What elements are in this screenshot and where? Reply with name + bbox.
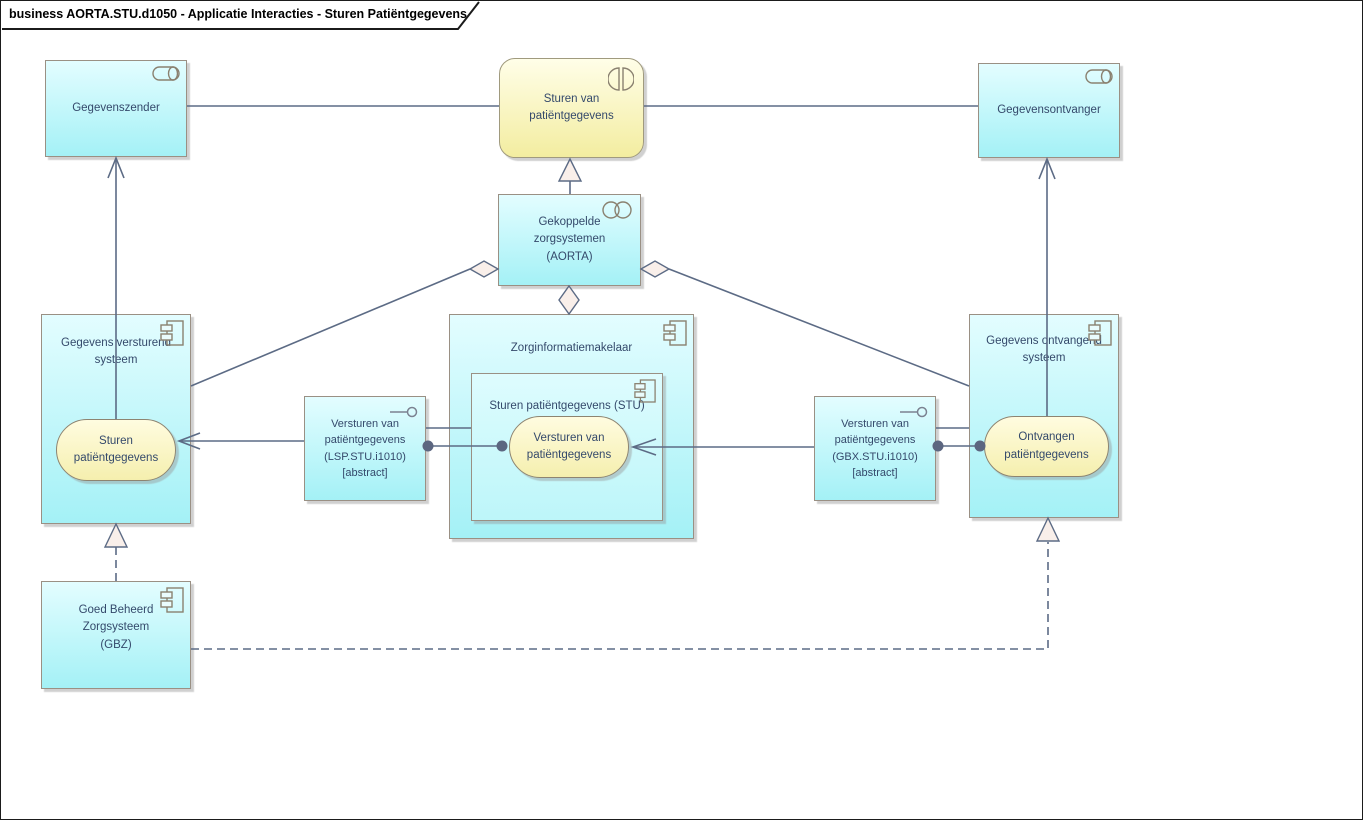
component-icon (663, 320, 687, 346)
node-label: Versturen van patiëntgegevens (GBX.STU.i… (832, 417, 918, 480)
node-label: Versturen van patiëntgegevens (LSP.STU.i… (324, 417, 406, 480)
node-label: Gegevensontvanger (997, 103, 1101, 116)
aggregation-gekoppelde-zim[interactable] (558, 284, 580, 316)
realization-gekoppelde-sturen[interactable] (557, 157, 583, 194)
node-ontvangen-patientgegevens-oval[interactable]: Ontvangen patiëntgegevens (984, 416, 1109, 477)
serving-lsp-sturen-oval[interactable] (176, 432, 304, 450)
interface-icon (900, 406, 928, 418)
collaboration-icon (601, 201, 633, 219)
node-lsp-interface[interactable]: Versturen van patiëntgegevens (LSP.STU.i… (304, 396, 426, 501)
node-label: Sturen patiëntgegevens (73, 434, 159, 464)
node-gbx-interface[interactable]: Versturen van patiëntgegevens (GBX.STU.i… (814, 396, 936, 501)
realization-gbz-versturend[interactable] (103, 522, 129, 581)
interaction-icon (608, 66, 634, 92)
role-icon (152, 66, 180, 81)
node-label: Sturen patiëntgegevens (STU) (489, 400, 645, 412)
node-label: Sturen van patiëntgegevens (529, 92, 614, 122)
component-icon (1088, 320, 1112, 346)
node-gekoppelde-zorgsystemen[interactable]: Gekoppelde zorgsystemen (AORTA) (498, 194, 641, 286)
node-versturen-van-patientgegevens-oval[interactable]: Versturen van patiëntgegevens (509, 416, 629, 478)
node-gegevensontvanger[interactable]: Gegevensontvanger (978, 63, 1120, 158)
component-icon (160, 587, 184, 613)
node-label: Gegevenszender (72, 101, 160, 114)
node-gegevenszender[interactable]: Gegevenszender (45, 60, 187, 157)
node-label: Gekoppelde zorgsystemen (AORTA) (533, 216, 606, 263)
node-label: Zorginformatiemakelaar (510, 342, 633, 354)
component-icon (160, 320, 184, 346)
node-label: Goed Beheerd Zorgsysteem (GBZ) (78, 604, 154, 651)
component-icon (634, 379, 656, 403)
node-sturen-van-patientgegevens[interactable]: Sturen van patiëntgegevens (499, 58, 644, 158)
node-goed-beheerd-zorgsysteem[interactable]: Goed Beheerd Zorgsysteem (GBZ) (41, 581, 191, 689)
node-label: Gegevens ontvangend systeem (986, 335, 1102, 365)
node-sturen-patientgegevens-oval[interactable]: Sturen patiëntgegevens (56, 419, 176, 481)
role-icon (1085, 69, 1113, 84)
diagram-title: business AORTA.STU.d1050 - Applicatie In… (9, 7, 467, 21)
node-label: Ontvangen patiëntgegevens (1004, 431, 1089, 461)
interface-icon (390, 406, 418, 418)
node-label: Versturen van patiëntgegevens (526, 431, 612, 461)
